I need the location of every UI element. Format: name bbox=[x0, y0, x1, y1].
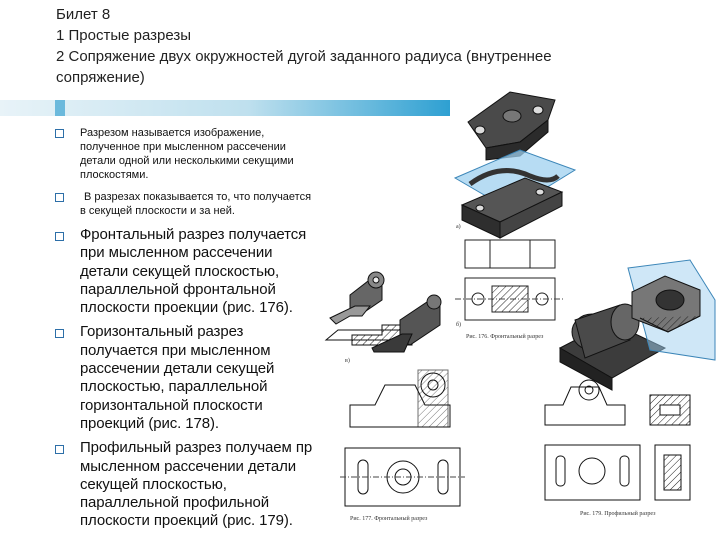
slide-header: Билет 8 1 Простые разрезы 2 Сопряжение д… bbox=[56, 4, 656, 88]
bullet-definition: Разрезом называется изображение, получен… bbox=[52, 126, 342, 182]
bullet-line: Профильный разрез получаем пр bbox=[80, 439, 313, 457]
bullet-line: полученное при мысленном рассечении bbox=[80, 141, 286, 153]
bullet-line: плоскости проекций (рис. 179). bbox=[80, 512, 293, 530]
bullet-line: Разрезом называется изображение, bbox=[80, 127, 265, 139]
bullet-line: параллельной профильной bbox=[80, 494, 270, 512]
question-2-line-1: 2 Сопряжение двух окружностей дугой зада… bbox=[56, 48, 552, 65]
bullet-line: рассечении детали секущей bbox=[80, 360, 275, 378]
bullet-line: Горизонтальный разрез bbox=[80, 323, 244, 341]
bullet-square-icon bbox=[55, 445, 64, 455]
bullet-line: проекций (рис. 178). bbox=[80, 414, 219, 432]
bullet-line: при мысленном рассечении bbox=[80, 244, 273, 262]
bullet-line: Фронтальный разрез получается bbox=[80, 226, 307, 243]
bullet-square-icon bbox=[55, 232, 64, 241]
bullet-line: детали секущей плоскостью, bbox=[80, 262, 280, 280]
bullet-line: параллельной фронтальной bbox=[80, 280, 276, 298]
bullet-line: секущей плоскостью, bbox=[80, 475, 227, 493]
bullet-line: детали одной или несколькими секущими bbox=[80, 155, 294, 167]
figure-177-caption: Рис. 177. Фронтальный разрез bbox=[350, 515, 428, 522]
figure-179-isometric bbox=[627, 259, 716, 361]
bullet-line: в секущей плоскости и за ней. bbox=[80, 205, 235, 217]
question-2-line-2: сопряжение) bbox=[56, 69, 145, 86]
label-b: б) bbox=[456, 321, 461, 328]
bullet-profile: Профильный разрез получаем пр мысленном … bbox=[52, 439, 342, 530]
figure-177-part: в) bbox=[324, 271, 442, 364]
bullet-line: плоскостью, параллельной bbox=[80, 378, 268, 396]
bullet-line: горизонтальной плоскости bbox=[80, 396, 263, 414]
bullet-line: получается при мысленном bbox=[80, 341, 271, 359]
bullet-square-icon bbox=[55, 193, 64, 202]
label-a: а) bbox=[456, 223, 461, 230]
figure-176-caption: Рис. 176. Фронтальный разрез bbox=[466, 333, 544, 340]
bullet-square-icon bbox=[55, 329, 64, 339]
bullet-line: мысленном рассечении детали bbox=[80, 457, 297, 475]
bullet-frontal: Фронтальный разрез получается при мыслен… bbox=[52, 226, 342, 317]
bullet-square-icon bbox=[55, 129, 64, 138]
bullet-line: В разрезах показывается то, что получает… bbox=[84, 191, 312, 203]
bullet-horizontal: Горизонтальный разрез получается при мыс… bbox=[52, 323, 342, 433]
bullet-line: плоскостями. bbox=[80, 169, 149, 181]
bullet-line: плоскости проекции (рис. 176). bbox=[80, 299, 293, 317]
figure-179-orthographic: Рис. 179. Профильный разрез bbox=[544, 379, 691, 517]
label-v: в) bbox=[345, 357, 350, 364]
figure-177-orthographic: Рис. 177. Фронтальный разрез bbox=[340, 369, 465, 522]
accent-bar bbox=[0, 100, 450, 116]
bullet-list: Разрезом называется изображение, получен… bbox=[52, 126, 342, 537]
ticket-title: Билет 8 bbox=[56, 6, 111, 23]
figure-176-bracket: а) б) Рис. 176. Фронтальный разрез bbox=[452, 88, 577, 340]
bullet-shows: В разрезах показывается то, что получает… bbox=[52, 190, 342, 218]
accent-strip bbox=[55, 100, 65, 116]
figure-179-caption: Рис. 179. Профильный разрез bbox=[580, 510, 656, 517]
question-1: 1 Простые разрезы bbox=[56, 27, 192, 44]
